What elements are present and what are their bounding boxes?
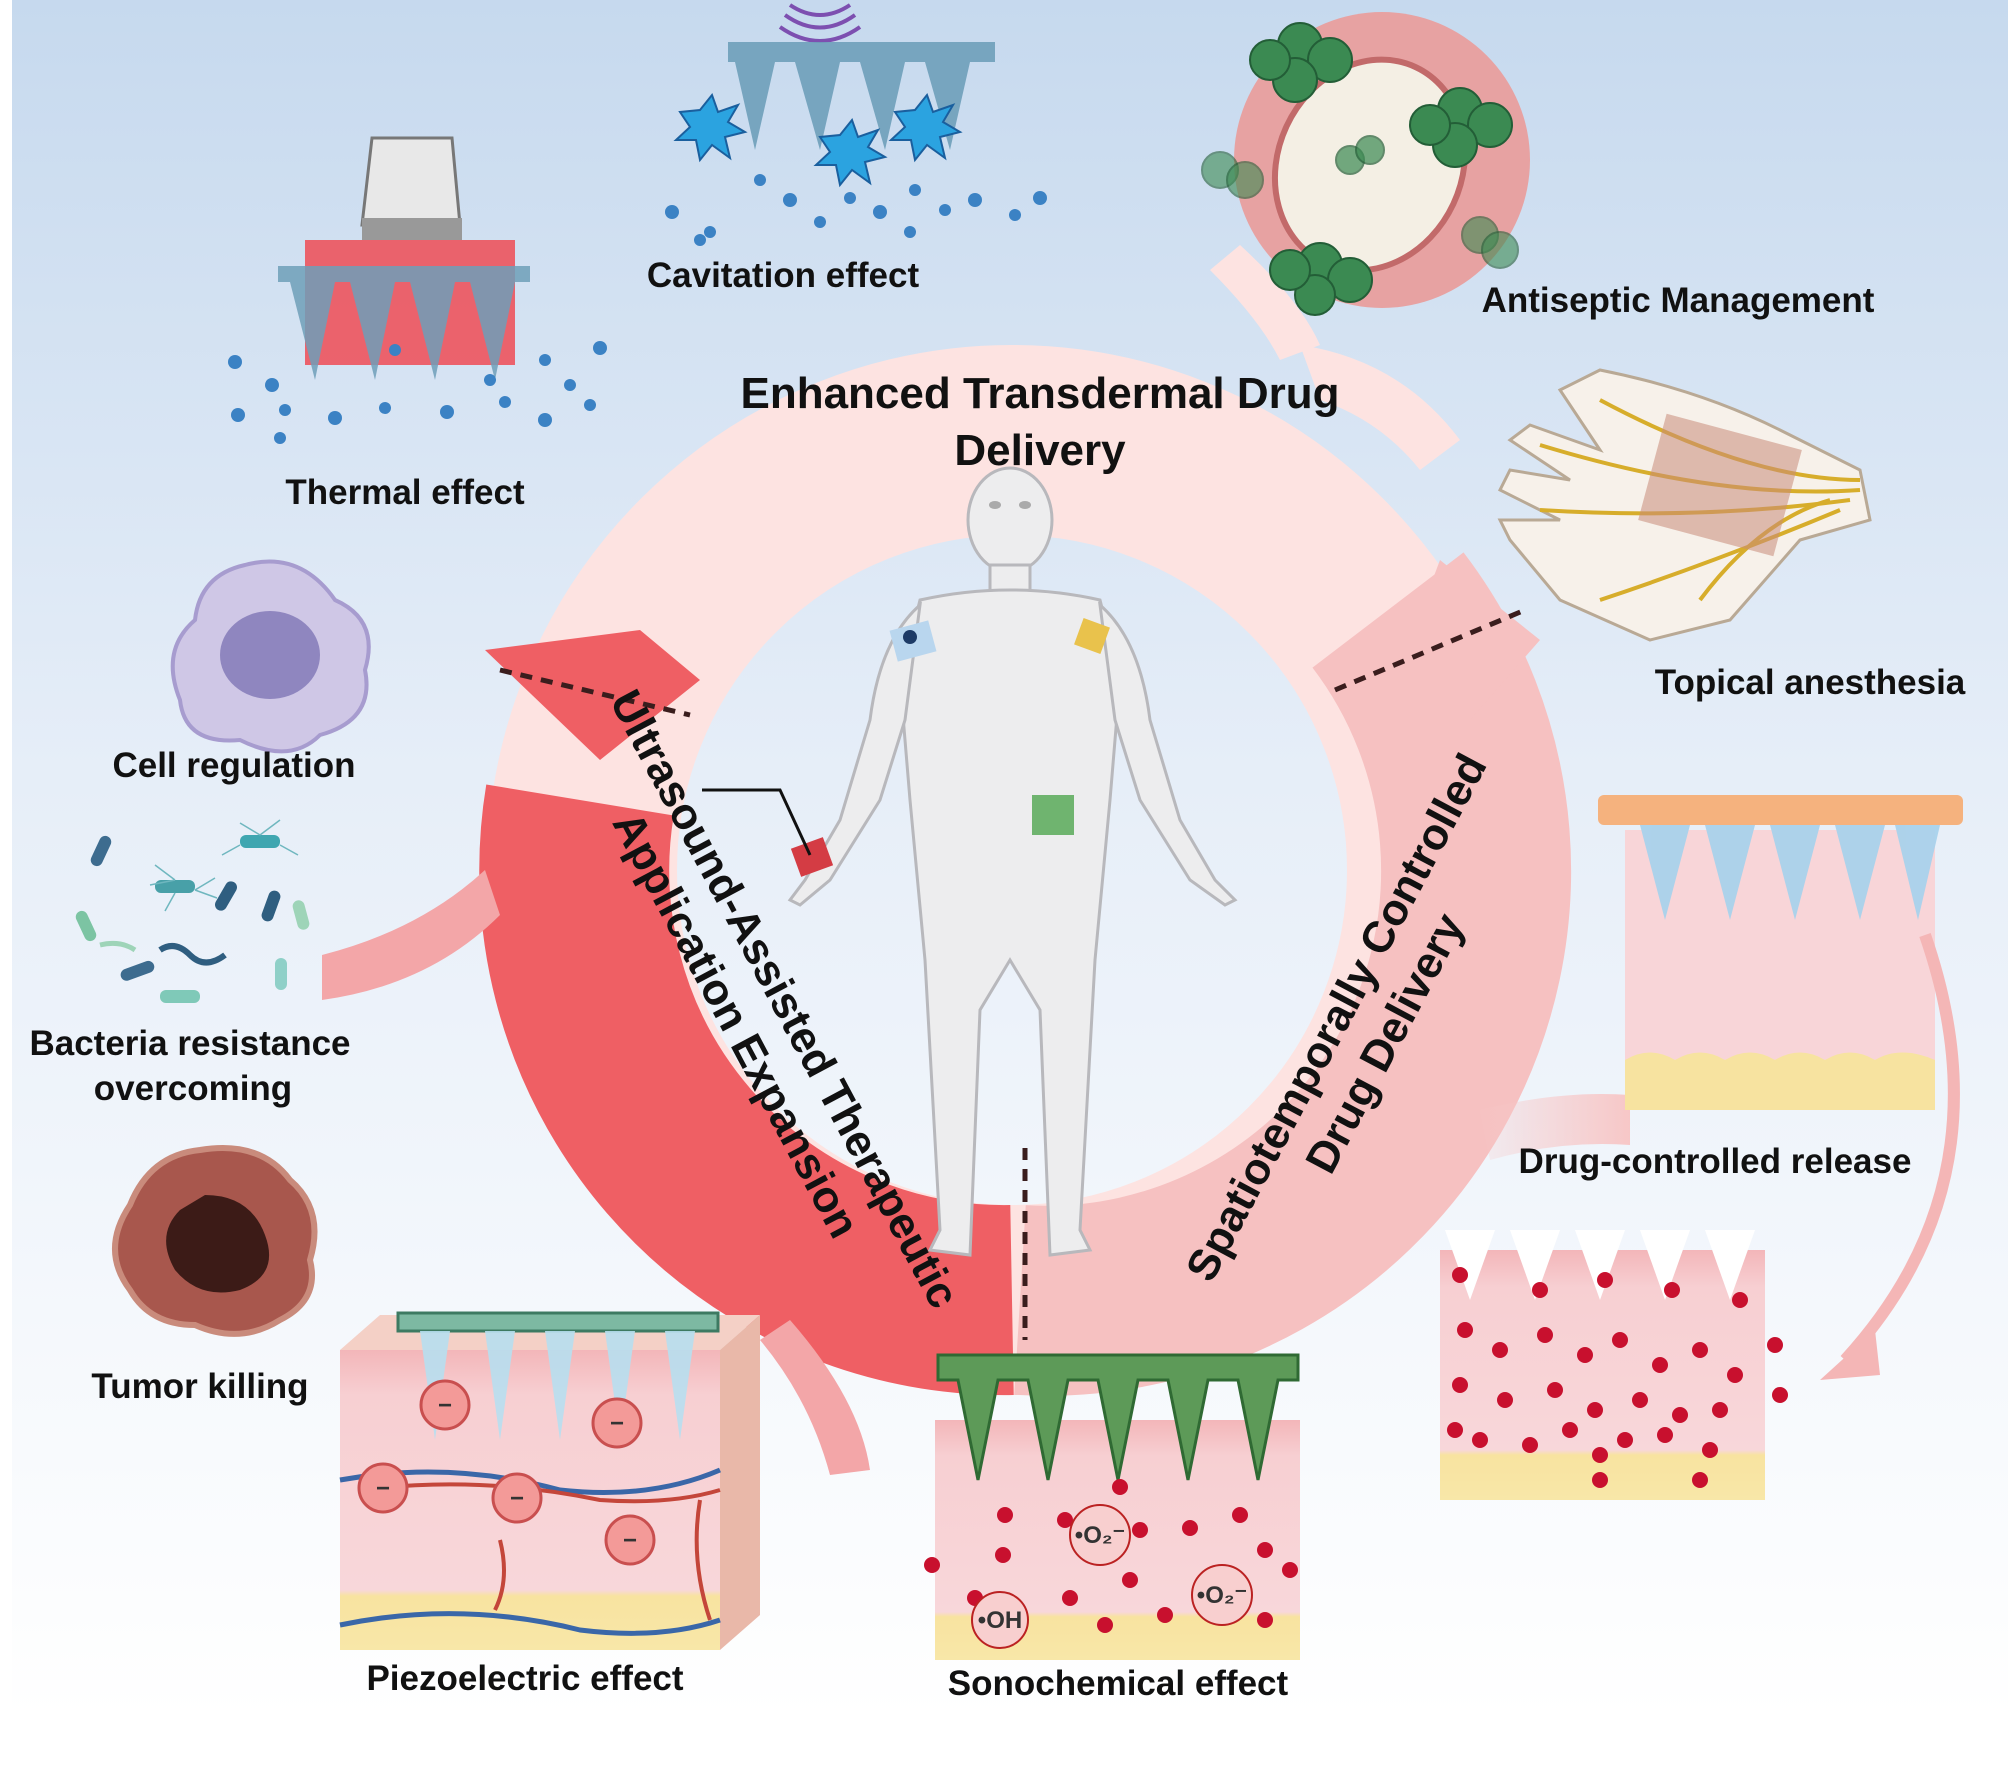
svg-text:−: − [510, 1485, 524, 1512]
negative-charge-signs: − − − − − [376, 1392, 637, 1554]
sono-label: Sonochemical effect [948, 1664, 1289, 1703]
svg-text:−: − [623, 1527, 637, 1554]
svg-text:−: − [438, 1392, 452, 1419]
release-arrowhead [1820, 1330, 1880, 1380]
branch-to-bacteria [322, 870, 500, 1000]
release-arrow [1840, 933, 1960, 1365]
svg-text:−: − [610, 1410, 624, 1437]
bacteria-label-2: overcoming [94, 1069, 292, 1108]
divider-right [1334, 607, 1526, 693]
anesthesia-label: Topical anesthesia [1655, 663, 1966, 702]
sono-drug-particles [924, 1479, 1298, 1633]
ring-top-title-1: Enhanced Transdermal Drug [740, 369, 1339, 418]
anesthesia-panel: Topical anesthesia [1497, 368, 1966, 702]
cell-nucleus [220, 611, 320, 699]
antiseptic-panel: Antiseptic Management [1201, 12, 1875, 320]
bacteria-label-1: Bacteria resistance [29, 1024, 350, 1063]
blood-vessels [339, 1467, 721, 1636]
cavitation-bursts [673, 92, 963, 188]
piezo-label: Piezoelectric effect [366, 1659, 683, 1698]
release-panel: Drug-controlled release [1440, 795, 1963, 1500]
ring: Enhanced Transdermal Drug Delivery Ultra… [322, 245, 1630, 1475]
cell-label: Cell regulation [112, 746, 355, 785]
cavitation-label: Cavitation effect [647, 256, 920, 295]
branch-to-piezo [760, 1320, 870, 1475]
cavitation-particles [665, 174, 1047, 246]
probe-base [362, 218, 462, 240]
release-patch-backing [1598, 795, 1963, 825]
tumor-panel: Tumor killing [91, 1145, 318, 1406]
cell-panel: Cell regulation [112, 559, 371, 785]
patch-wrist [790, 837, 834, 877]
sono-microneedle-icon [936, 1353, 1300, 1481]
release-needles-before [1640, 825, 1940, 920]
body-figure-icon [787, 466, 1238, 1257]
patch-abdomen [1032, 795, 1074, 835]
hydroxyl-label: •OH [978, 1607, 1022, 1634]
piezo-panel: − − − − − Piezoelectric effect [339, 1311, 760, 1698]
bacteria-clusters-icon [1201, 22, 1519, 316]
ring-top-title-2: Delivery [954, 426, 1126, 475]
thermal-label: Thermal effect [285, 473, 525, 512]
bacteria-icon [75, 819, 310, 1003]
tumor-label: Tumor killing [91, 1367, 308, 1406]
branch-to-anesthesia [1300, 345, 1460, 470]
cavitation-panel: Cavitation effect [647, 3, 1047, 295]
microneedle-patch-icon [278, 266, 530, 380]
ring-left-arrowhead [485, 630, 700, 760]
negative-charges [357, 1379, 656, 1566]
microneedle-patch-cav [728, 42, 995, 150]
svg-text:−: − [376, 1475, 390, 1502]
ultrasound-waves-icon [778, 3, 862, 43]
arteries [359, 1482, 721, 1621]
ring-left-segment [479, 784, 1014, 1396]
antiseptic-label: Antiseptic Management [1482, 281, 1875, 320]
ring-right-segment [1014, 552, 1572, 1396]
patch-shoulder-right [1074, 618, 1110, 654]
branch-to-antiseptic [1210, 245, 1320, 360]
patch-callout-line [702, 788, 812, 856]
bacteria-panel: Bacteria resistance overcoming [29, 819, 351, 1108]
piezo-patch-backing [396, 1311, 720, 1333]
superoxide-label-1: •O₂⁻ [1075, 1522, 1125, 1549]
tumor-core [166, 1195, 270, 1293]
body-patches [702, 618, 1110, 877]
branch-to-release [1480, 1094, 1630, 1160]
skin-block-side [720, 1315, 760, 1650]
divider-left [499, 667, 691, 718]
anesthetic-patch [1638, 413, 1802, 557]
release-needles-after [1445, 1230, 1755, 1300]
superoxide-label-2: •O₂⁻ [1197, 1582, 1247, 1609]
patch-dot [903, 630, 917, 644]
ros-bubbles [971, 1504, 1253, 1649]
ultrasound-probe-icon [360, 136, 462, 227]
release-label: Drug-controlled release [1519, 1142, 1912, 1181]
fat-layer-before [1625, 1052, 1935, 1110]
sono-panel: •O₂⁻ •O₂⁻ •OH Sonochemical effect [924, 1353, 1300, 1703]
thermal-particles [228, 341, 607, 444]
release-drug-particles [1447, 1267, 1788, 1488]
thermal-panel: Thermal effect [228, 136, 607, 512]
